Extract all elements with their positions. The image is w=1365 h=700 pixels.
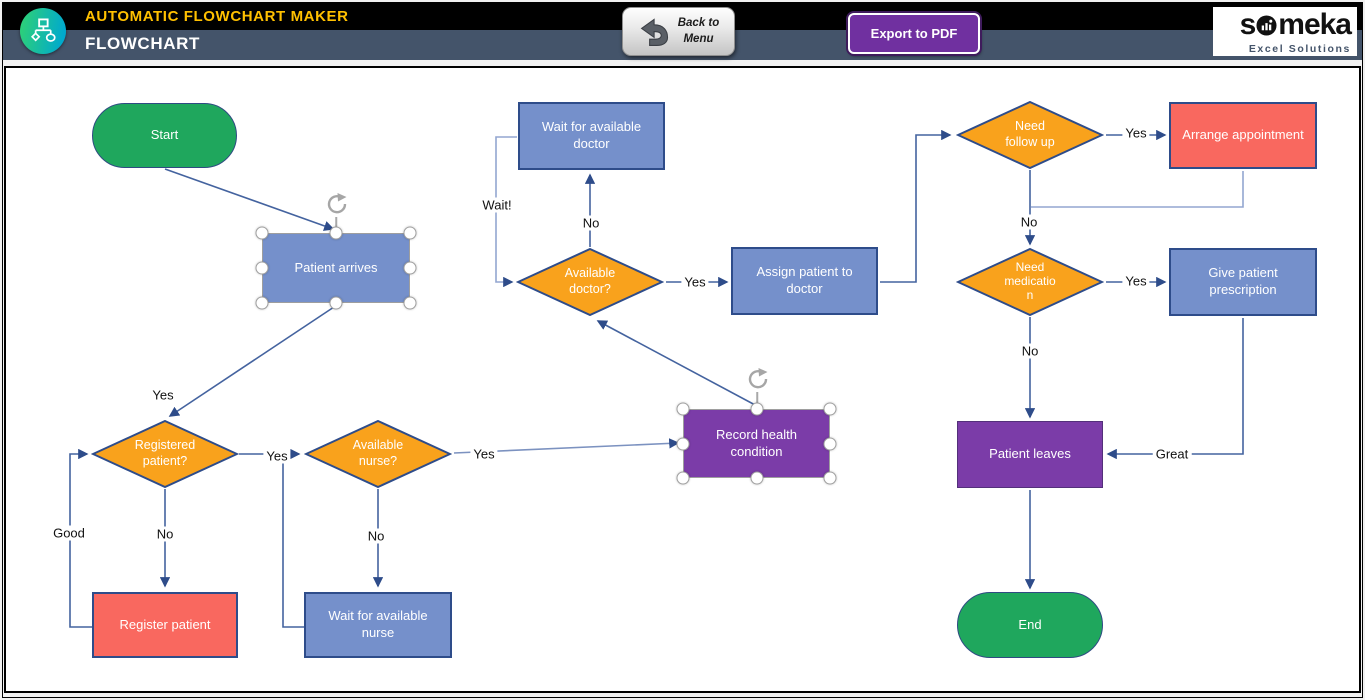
node-label: End <box>1018 616 1042 632</box>
selection-handle[interactable] <box>329 226 343 240</box>
selection-handle[interactable] <box>403 296 417 310</box>
logo-tagline: Excel Solutions <box>1248 42 1351 55</box>
node-record-health[interactable]: Record health condition <box>683 409 830 478</box>
selection-handle[interactable] <box>403 261 417 275</box>
node-label: Registered patient? <box>134 438 196 468</box>
edge-label-registered-no: No <box>153 526 177 542</box>
rotate-handle-icon[interactable] <box>324 193 348 220</box>
node-wait-doctor[interactable]: Wait for available doctor <box>518 102 665 170</box>
edge-label-doctor-wait: Wait! <box>479 197 515 213</box>
node-label: Start <box>150 127 179 143</box>
selection-handle[interactable] <box>750 402 764 416</box>
node-arrange-appointment[interactable]: Arrange appointment <box>1169 102 1317 169</box>
node-available-nurse[interactable]: Available nurse? <box>304 420 452 488</box>
selection-handle[interactable] <box>255 296 269 310</box>
edge-label-medication-no: No <box>1018 343 1042 359</box>
rotate-handle-icon[interactable] <box>745 368 769 395</box>
export-to-pdf-button[interactable]: Export to PDF <box>848 13 980 54</box>
back-to-menu-button[interactable]: Back to Menu <box>622 7 735 56</box>
edge-label-follow-no: No <box>1017 214 1041 230</box>
flowchart-app-icon <box>20 8 66 54</box>
node-label: Record health condition <box>716 426 797 459</box>
back-arrow-icon <box>640 17 668 46</box>
node-end[interactable]: End <box>957 592 1103 658</box>
node-label: Available doctor? <box>564 266 616 296</box>
edge-label-follow-yes: Yes <box>1122 125 1150 141</box>
node-label: Patient arrives <box>294 259 378 275</box>
diamond-shape <box>516 248 664 316</box>
edge-label-registered-good: Good <box>50 525 88 541</box>
edge-label-doctor-no: No <box>579 215 603 231</box>
node-label: Register patient <box>119 616 211 632</box>
node-register-patient[interactable]: Register patient <box>92 592 238 658</box>
node-need-medication[interactable]: Need medicatio n <box>956 248 1104 316</box>
export-button-label: Export to PDF <box>870 26 958 41</box>
brand-suffix: meka <box>1278 8 1352 41</box>
diamond-shape <box>956 101 1104 169</box>
node-assign-doctor[interactable]: Assign patient to doctor <box>731 247 878 315</box>
node-label: Patient leaves <box>989 446 1071 462</box>
node-label: Assign patient to doctor <box>756 264 853 296</box>
node-label: Give patient prescription <box>1208 265 1278 297</box>
edge-label-nurse-no: No <box>364 528 388 544</box>
selection-handle[interactable] <box>255 261 269 275</box>
node-patient-arrives[interactable]: Patient arrives <box>262 233 410 303</box>
selection-handle[interactable] <box>823 437 837 451</box>
node-start[interactable]: Start <box>92 103 237 168</box>
brand-prefix: s <box>1239 8 1257 41</box>
flowchart-glyph-icon <box>30 18 56 42</box>
node-patient-leaves[interactable]: Patient leaves <box>957 421 1103 488</box>
node-give-prescription[interactable]: Give patient prescription <box>1169 248 1317 316</box>
selection-handle[interactable] <box>676 471 690 485</box>
selection-handle[interactable] <box>750 471 764 485</box>
diamond-shape <box>304 420 452 488</box>
selection-handle[interactable] <box>329 296 343 310</box>
node-label: Arrange appointment <box>1182 127 1304 143</box>
node-need-follow-up[interactable]: Need follow up <box>956 101 1104 169</box>
node-label: Need follow up <box>1005 119 1055 149</box>
diamond-shape <box>91 420 239 488</box>
edge-label-nurse-yes: Yes <box>470 446 498 462</box>
page-title: FLOWCHART <box>85 34 200 53</box>
node-label: Wait for available nurse <box>328 608 428 640</box>
selection-handle[interactable] <box>676 437 690 451</box>
selection-handle[interactable] <box>823 471 837 485</box>
edge-label-arrives-yes: Yes <box>149 387 177 403</box>
rotate-stem <box>335 217 337 233</box>
selection-handle[interactable] <box>255 226 269 240</box>
node-label: Wait for available doctor <box>541 119 642 151</box>
selection-handle[interactable] <box>403 226 417 240</box>
node-label: Available nurse? <box>352 438 404 468</box>
node-registered-patient[interactable]: Registered patient? <box>91 420 239 488</box>
app-title: AUTOMATIC FLOWCHART MAKER <box>85 8 349 25</box>
edge-label-registered-yes: Yes <box>263 448 291 464</box>
brand-chart-o-icon <box>1256 12 1277 42</box>
edge-label-medication-yes: Yes <box>1122 273 1150 289</box>
edge-label-doctor-yes: Yes <box>681 274 709 290</box>
diamond-shape <box>956 248 1104 316</box>
selection-handle[interactable] <box>823 402 837 416</box>
selection-handle[interactable] <box>676 402 690 416</box>
edge-label-leaves-great: Great <box>1152 446 1192 462</box>
node-label: Need medicatio n <box>1004 260 1056 302</box>
back-button-label: Back to Menu <box>677 16 720 45</box>
node-wait-nurse[interactable]: Wait for available nurse <box>304 592 452 658</box>
node-available-doctor[interactable]: Available doctor? <box>516 248 664 316</box>
